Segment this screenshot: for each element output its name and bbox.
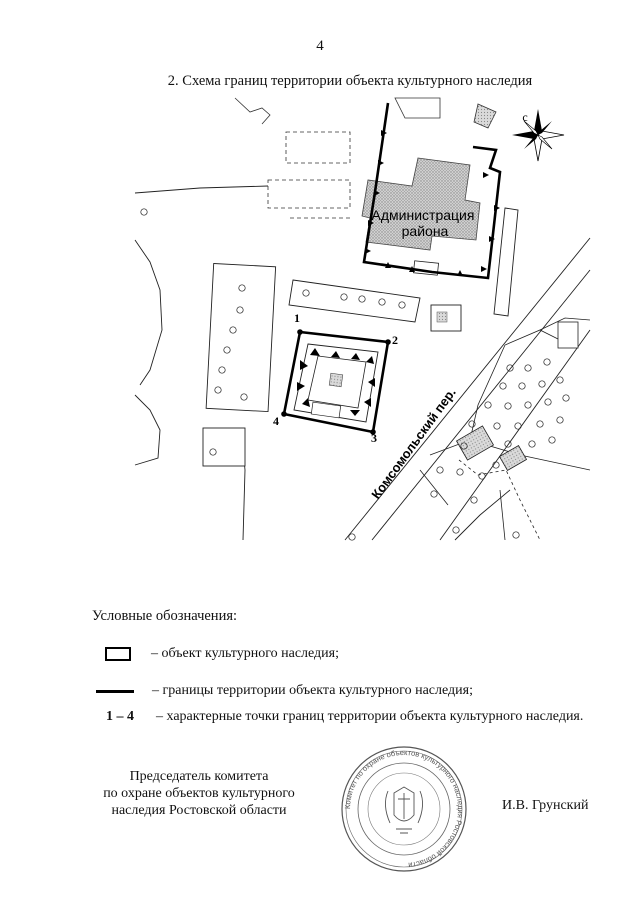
administration-boundary [362, 102, 502, 280]
boundary-ticks-admin [365, 130, 500, 276]
point-label-2: 2 [392, 333, 398, 347]
signer-name: И.В. Грунский [502, 798, 589, 813]
boundary-line-symbol-icon [96, 689, 134, 693]
point-label-1: 1 [294, 311, 300, 325]
building-left-long [140, 208, 277, 413]
legend-item-heritage-object: – объект культурного наследия; [92, 646, 339, 662]
boundary-scheme-map: Администрация района [134, 97, 591, 541]
legend-point-range: 1 – 4 [106, 709, 134, 724]
trees [348, 358, 570, 541]
point-label-4: 4 [273, 414, 279, 428]
building-label-line2: района [402, 223, 449, 239]
signature-block: Председатель комитета по охране объектов… [84, 768, 314, 819]
building-upper-row [288, 279, 421, 323]
signature-line-2: по охране объектов культурного [103, 786, 295, 801]
legend-item-text: – характерные точки границ территории об… [156, 709, 584, 724]
street-label: Комсомольский пер. [368, 385, 459, 502]
building-label-line1: Администрация [372, 207, 475, 223]
heritage-object [282, 330, 390, 434]
compass-north-label: с [522, 110, 527, 124]
official-seal-icon: Комитет по охране объектов культурного н… [341, 746, 467, 872]
administration-building: Администрация района [361, 157, 481, 276]
map-blocks-top [234, 97, 497, 219]
legend-item-text: – границы территории объекта культурного… [152, 683, 473, 698]
street-komsomolsky [344, 237, 591, 541]
compass-rose-icon: с [512, 109, 565, 162]
page-number: 4 [316, 38, 324, 54]
signature-line-1: Председатель комитета [129, 769, 269, 784]
legend-heading: Условные обозначения: [92, 608, 238, 624]
signature-line-3: наследия Ростовской области [111, 803, 287, 818]
right-plots [419, 317, 591, 541]
legend-item-points: 1 – 4 – характерные точки границ террито… [92, 709, 583, 725]
characteristic-points: 1 2 3 4 [273, 311, 398, 445]
building-right-narrow [493, 207, 519, 317]
building-left-small [202, 427, 246, 467]
heritage-object-symbol-icon [105, 647, 131, 661]
legend-item-text: – объект культурного наследия; [151, 646, 339, 661]
legend-item-boundary: – границы территории объекта культурного… [92, 683, 473, 699]
point-label-3: 3 [371, 431, 377, 445]
page-title: 2. Схема границ территории объекта культ… [167, 73, 533, 89]
building-small-right [430, 304, 462, 332]
